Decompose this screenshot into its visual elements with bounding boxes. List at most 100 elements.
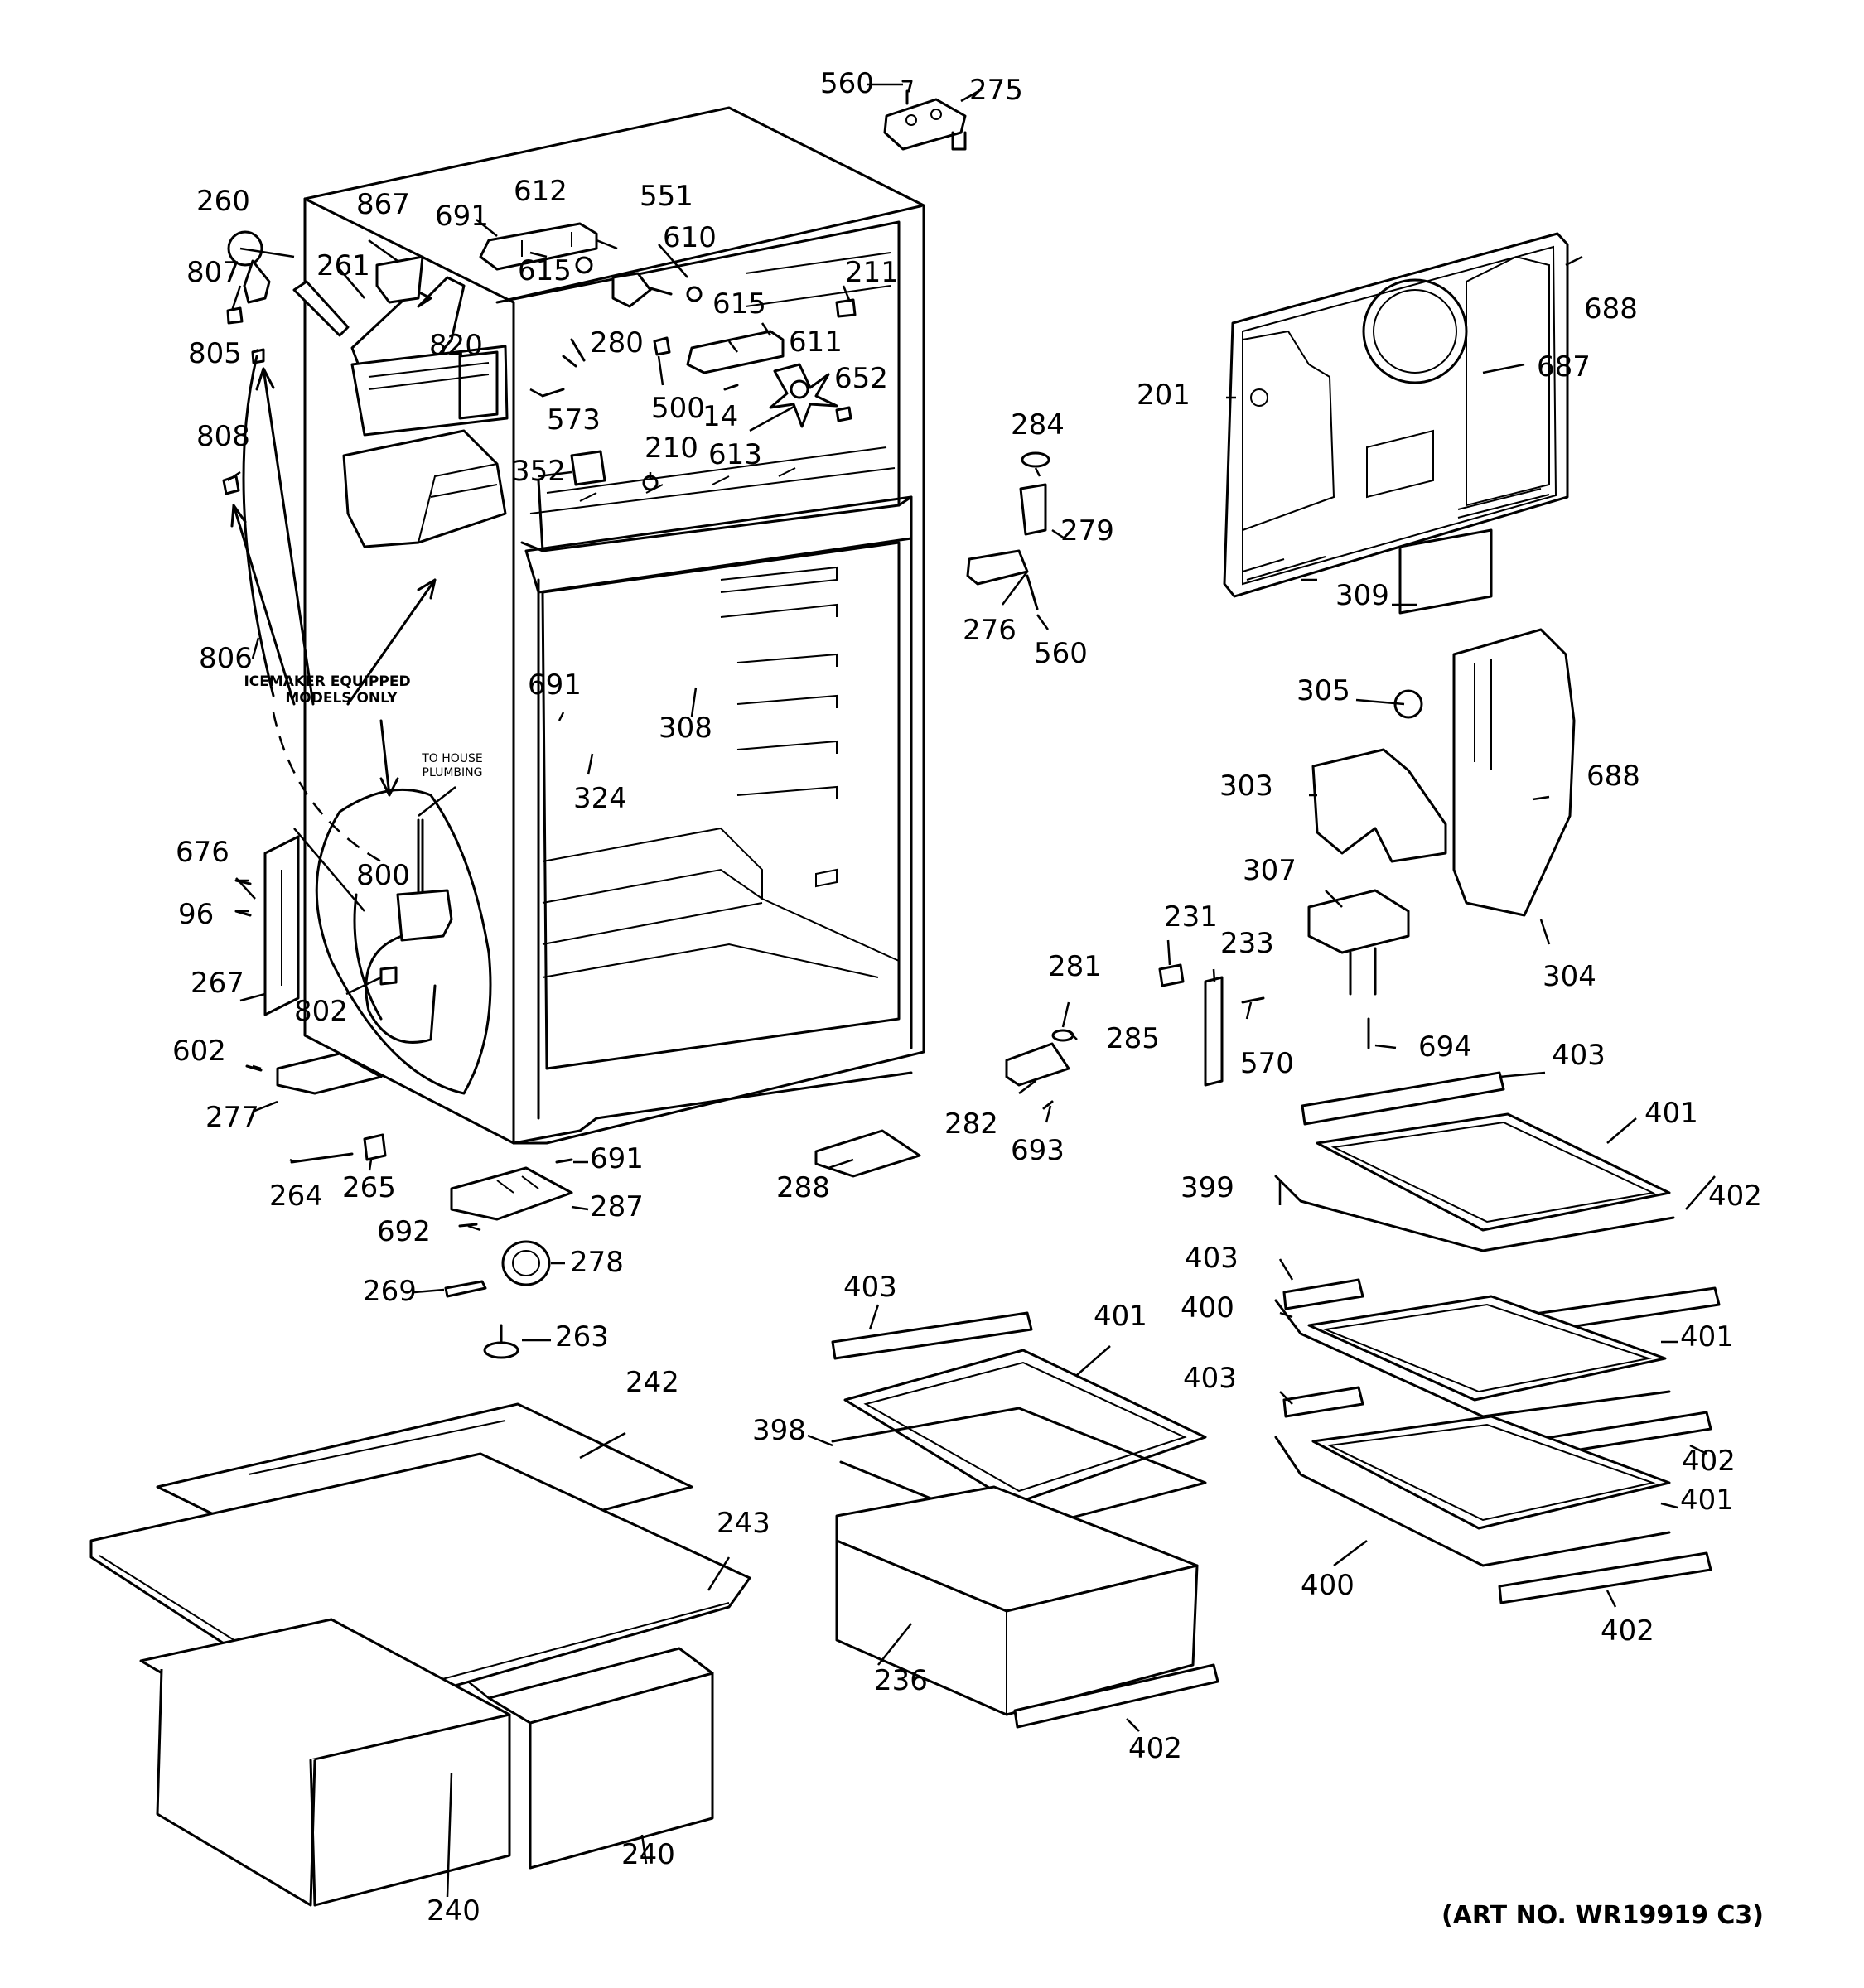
plumbing-note: TO HOUSE PLUMBING <box>421 752 483 779</box>
center-shelf-drawer <box>831 1311 1219 1729</box>
callout-807: 807 <box>186 256 240 289</box>
callout-602: 602 <box>172 1035 226 1068</box>
callout-352: 352 <box>512 455 566 488</box>
callout-500: 500 <box>651 392 705 425</box>
callout-560-mid: 560 <box>1034 637 1088 670</box>
callout-287: 287 <box>590 1190 644 1223</box>
callout-309: 309 <box>1335 579 1389 612</box>
callout-400-a: 400 <box>1181 1291 1234 1325</box>
callout-278: 278 <box>570 1246 624 1279</box>
callout-691-mid: 691 <box>528 668 582 702</box>
callout-398: 398 <box>752 1414 806 1447</box>
leader-lines <box>227 83 1716 1898</box>
callout-233: 233 <box>1220 927 1274 960</box>
callout-236: 236 <box>874 1664 928 1697</box>
callout-307: 307 <box>1243 854 1297 887</box>
art-number: (ART NO. WR19919 C3) <box>1441 1901 1764 1930</box>
callout-264: 264 <box>269 1180 323 1213</box>
callout-800: 800 <box>356 859 410 892</box>
callout-692: 692 <box>377 1215 431 1248</box>
callout-96: 96 <box>178 898 214 931</box>
callout-867: 867 <box>356 188 410 221</box>
callout-280: 280 <box>590 326 644 359</box>
callout-labels: 560 275 260 867 691 612 551 610 211 688 … <box>172 67 1762 1928</box>
icemaker-note: ICEMAKER EQUIPPED MODELS ONLY <box>244 673 410 707</box>
callout-260: 260 <box>196 185 250 218</box>
callout-688-mid: 688 <box>1586 760 1640 793</box>
callout-808: 808 <box>196 420 250 453</box>
callout-303: 303 <box>1219 770 1273 803</box>
callout-210: 210 <box>645 432 698 465</box>
callout-400-b: 400 <box>1301 1569 1355 1602</box>
callout-275: 275 <box>969 74 1023 107</box>
crisper-assembly <box>89 1402 751 1907</box>
callout-611: 611 <box>789 326 843 359</box>
callout-304: 304 <box>1543 960 1596 993</box>
callout-263: 263 <box>555 1320 609 1353</box>
icemaker-note-line2: MODELS ONLY <box>285 690 398 707</box>
callout-242: 242 <box>625 1366 679 1399</box>
callout-805: 805 <box>188 337 242 370</box>
callout-612: 612 <box>514 175 567 208</box>
callout-820: 820 <box>429 329 483 362</box>
callout-231: 231 <box>1164 900 1218 934</box>
callout-201: 201 <box>1137 379 1190 412</box>
callout-305: 305 <box>1297 674 1350 707</box>
callout-288: 288 <box>776 1171 830 1204</box>
callout-560-top: 560 <box>820 67 874 100</box>
callout-691-top: 691 <box>435 200 489 233</box>
callout-261: 261 <box>316 249 370 282</box>
dispenser-parts <box>1307 528 1576 1049</box>
callout-240-a: 240 <box>427 1894 480 1928</box>
plumbing-note-line2: PLUMBING <box>423 766 483 779</box>
callout-615-b: 615 <box>712 287 766 321</box>
callout-691-low: 691 <box>590 1142 644 1175</box>
callout-324: 324 <box>573 782 627 815</box>
callout-676: 676 <box>176 836 229 869</box>
callout-402-d: 402 <box>1128 1732 1182 1765</box>
callout-806: 806 <box>199 642 253 675</box>
callout-277: 277 <box>205 1101 259 1134</box>
callout-403-b: 403 <box>1185 1242 1239 1275</box>
right-shelves <box>1274 1071 1721 1604</box>
callout-615-a: 615 <box>518 254 572 287</box>
callout-402-c: 402 <box>1601 1614 1654 1648</box>
callout-211: 211 <box>845 256 899 289</box>
plumbing-note-line1: TO HOUSE <box>421 752 483 765</box>
callout-281: 281 <box>1048 950 1102 983</box>
top-hinge <box>883 80 967 151</box>
callout-402-b: 402 <box>1682 1445 1736 1478</box>
callout-240-b: 240 <box>621 1838 675 1871</box>
callout-14: 14 <box>703 400 738 433</box>
callout-403-d: 403 <box>843 1271 897 1304</box>
callout-276: 276 <box>963 614 1017 647</box>
callout-694: 694 <box>1418 1030 1472 1064</box>
callout-279: 279 <box>1060 514 1114 548</box>
callout-308: 308 <box>659 712 712 745</box>
icemaker-note-line1: ICEMAKER EQUIPPED <box>244 673 410 690</box>
callout-613: 613 <box>708 438 762 471</box>
callout-403-c: 403 <box>1183 1362 1237 1395</box>
water-valve-detail <box>315 788 492 1095</box>
callout-688-top: 688 <box>1584 292 1638 326</box>
callout-284: 284 <box>1011 408 1065 442</box>
callout-570: 570 <box>1240 1047 1294 1080</box>
freezer-back-panel <box>1223 232 1569 598</box>
callout-269: 269 <box>363 1275 417 1308</box>
callout-401-d: 401 <box>1094 1300 1147 1333</box>
callout-693: 693 <box>1011 1134 1065 1167</box>
hinge-parts <box>814 451 1265 1178</box>
callout-687: 687 <box>1537 350 1591 384</box>
callout-265: 265 <box>342 1171 396 1204</box>
callout-267: 267 <box>191 967 244 1000</box>
callout-402-a: 402 <box>1708 1180 1762 1213</box>
icemaker-assembly <box>222 230 509 863</box>
cabinet-hardware <box>234 835 573 1359</box>
freezer-parts <box>479 222 857 491</box>
callout-243: 243 <box>717 1507 770 1540</box>
callout-573: 573 <box>547 403 601 437</box>
callout-401-b: 401 <box>1680 1320 1734 1353</box>
callout-610: 610 <box>663 221 717 254</box>
callout-285: 285 <box>1106 1022 1160 1055</box>
callout-403-a: 403 <box>1552 1039 1606 1072</box>
